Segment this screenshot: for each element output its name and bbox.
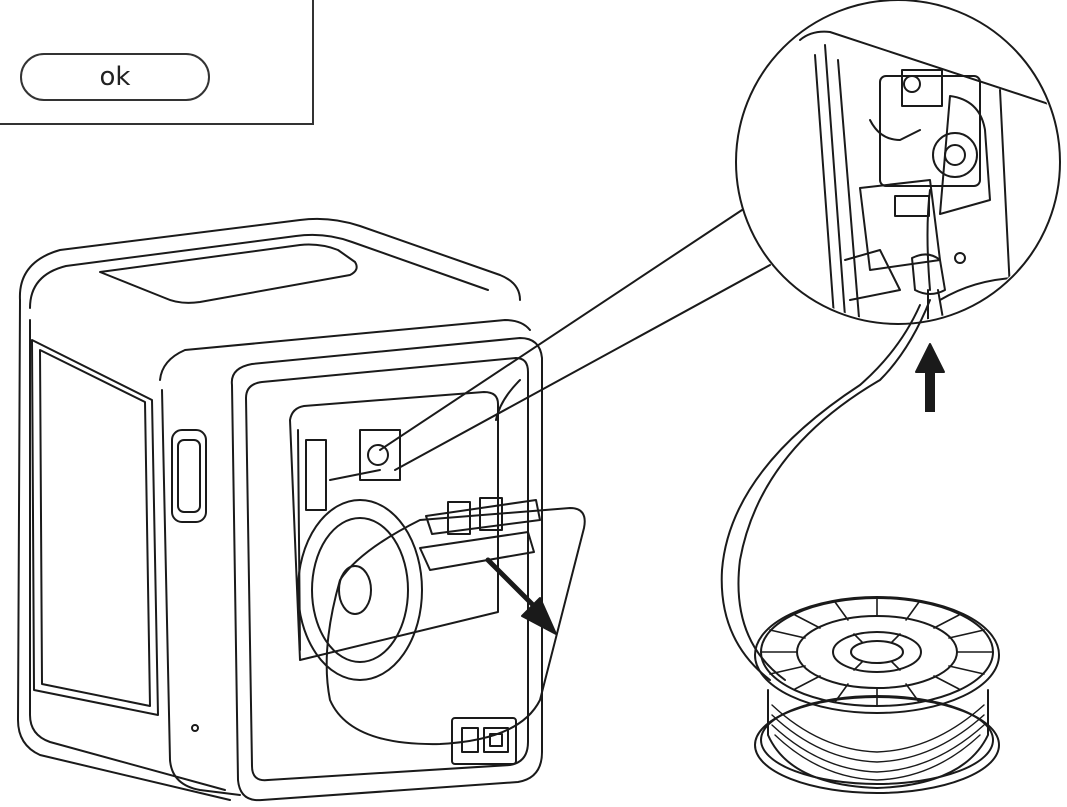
filament-path-line-2	[722, 305, 920, 680]
printer-screen-panel: ok	[0, 0, 314, 125]
filament-path-line	[738, 300, 930, 680]
extruder-detail-zoom-circle	[736, 0, 1067, 330]
arrow-up-icon	[916, 344, 944, 412]
3d-printer-illustration	[18, 219, 585, 800]
zoom-leader-line-bottom	[395, 265, 770, 470]
ok-button[interactable]: ok	[20, 53, 210, 101]
zoom-leader-line-top	[380, 210, 742, 450]
filament-spool-illustration	[755, 597, 999, 793]
